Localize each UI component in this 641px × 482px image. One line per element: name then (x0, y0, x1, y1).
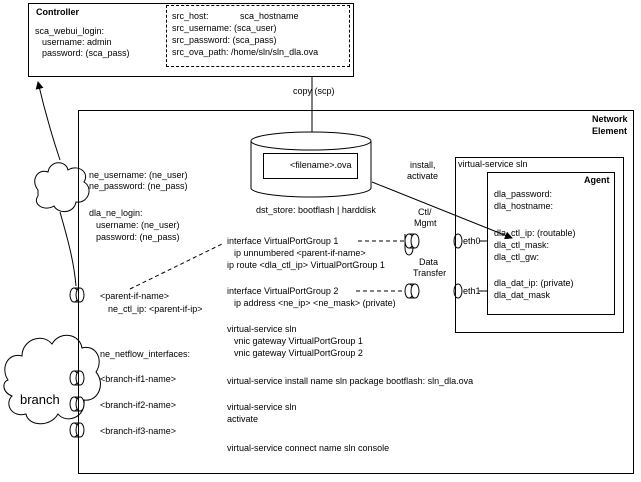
port-eth1 (404, 283, 420, 299)
config-vs-sln: virtual-service sln (227, 324, 297, 334)
agent-title: Agent (584, 175, 610, 185)
controller-password: password: (sca_pass) (42, 48, 130, 58)
config-vpg2: interface VirtualPortGroup 2 (227, 286, 339, 296)
storage-cylinder (250, 141, 372, 198)
config-ip-route: ip route <dla_ctl_ip> VirtualPortGroup 1 (227, 260, 385, 270)
virtual-service-box (455, 157, 624, 333)
controller-login-label: sca_webui_login: (35, 26, 105, 36)
dst-store: dst_store: bootflash | harddisk (256, 205, 376, 215)
dla-ne-password: password: (ne_pass) (96, 232, 180, 242)
controller-title: Controller (36, 7, 80, 17)
agent-box (487, 172, 615, 315)
config-ip-unnumbered: ip unnumbered <parent-if-name> (234, 248, 366, 258)
network-element-box (78, 110, 634, 474)
port-eth0-vs (453, 233, 463, 249)
parent-if-name: <parent-if-name> (100, 291, 170, 301)
agent-dla-ctl-mask: dla_ctl_mask: (494, 240, 550, 250)
install-label-2: activate (407, 171, 439, 181)
branch-label: branch (20, 392, 60, 407)
dla-ne-username: username: (ne_user) (96, 220, 180, 230)
config-vnic2: vnic gateway VirtualPortGroup 2 (234, 348, 363, 358)
config-vs-connect: virtual-service connect name sln console (227, 443, 390, 453)
agent-dla-dat-mask: dla_dat_mask (494, 290, 551, 300)
src-username: src_username: (sca_user) (172, 23, 277, 33)
src-password: src_password: (sca_pass) (172, 35, 277, 45)
src-config-box (166, 5, 350, 67)
network-element-title-1: Network (592, 114, 628, 124)
eth0-label: eth0 (463, 236, 481, 246)
cloud-top (34, 162, 90, 212)
branch-if3-name: <branch-if3-name> (100, 426, 177, 436)
ne-username: ne_username: (ne_user) (89, 170, 188, 180)
virtual-service-title: virtual-service sln (458, 159, 528, 169)
eth1-label: eth1 (463, 286, 481, 296)
controller-username: username: admin (42, 37, 112, 47)
copy-scp-label: copy (scp) (293, 86, 335, 96)
storage-file-box (263, 153, 358, 179)
data-transfer-label-1: Data (419, 257, 439, 267)
config-vs-install: virtual-service install name sln package… (227, 376, 474, 386)
data-transfer-label-2: Transfer (413, 268, 447, 278)
agent-dla-ctl-gw: dla_ctl_gw: (494, 252, 540, 262)
port-eth0 (404, 233, 420, 256)
src-host-label: src_host: (172, 11, 209, 21)
agent-dla-ctl-ip: dla_ctl_ip: (routable) (494, 228, 576, 238)
ne-ctl-ip: ne_ctl_ip: <parent-if-ip> (108, 304, 203, 314)
src-ova-path: src_ova_path: /home/sln/sln_dla.ova (172, 47, 319, 57)
config-vs-sln2: virtual-service sln (227, 402, 297, 412)
port-eth1-vs (453, 283, 463, 299)
network-element-title-2: Element (592, 126, 628, 136)
branch-if2-name: <branch-if2-name> (100, 400, 177, 410)
config-ip-address: ip address <ne_ip> <ne_mask> (private) (234, 298, 396, 308)
config-vnic1: vnic gateway VirtualPortGroup 1 (234, 336, 363, 346)
storage-filename: <filename>.ova (290, 160, 352, 170)
config-vpg1: interface VirtualPortGroup 1 (227, 236, 339, 246)
agent-dla-password: dla_password: (494, 189, 553, 199)
install-label-1: install, (410, 160, 436, 170)
ne-password: ne_password: (ne_pass) (89, 181, 188, 191)
dla-ne-login: dla_ne_login: (89, 208, 143, 218)
agent-dla-dat-ip: dla_dat_ip: (private) (494, 278, 574, 288)
src-host-value: sca_hostname (240, 11, 299, 21)
netflow-label: ne_netflow_interfaces: (100, 349, 191, 359)
ctl-mgmt-label-1: Ctl/ (418, 207, 432, 217)
ctl-mgmt-label-2: Mgmt (414, 218, 437, 228)
controller-box (28, 3, 354, 77)
agent-dla-hostname: dla_hostname: (494, 201, 554, 211)
config-activate: activate (227, 414, 259, 424)
branch-if1-name: <branch-if1-name> (100, 374, 177, 384)
